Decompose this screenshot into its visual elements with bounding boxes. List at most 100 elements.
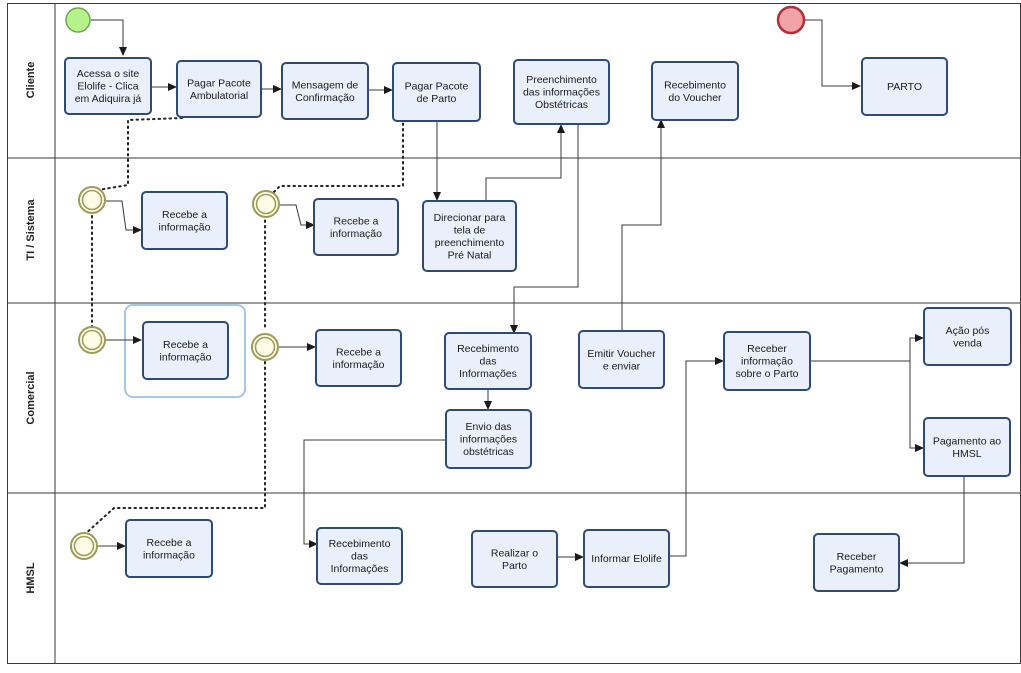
sequence-flow (485, 124, 565, 200)
task-informar: Informar Elolife (583, 529, 670, 588)
task-label-line: informação (143, 549, 195, 561)
task-label-line: Obstétricas (535, 99, 588, 111)
start-event (65, 7, 91, 33)
task-label-line: obstétricas (463, 446, 514, 458)
task-label-line: Pagar Pacote (187, 77, 251, 89)
task-label-line: Parto (502, 560, 527, 572)
task-label-line: Pagar Pacote (405, 80, 469, 92)
sequence-flow (621, 119, 665, 331)
sequence-flow (91, 19, 127, 56)
sequence-flows (91, 19, 965, 567)
task-label-line: de Parto (417, 93, 457, 105)
message-flows (83, 117, 404, 536)
lane-label-sistema: TI / Sistema (25, 199, 37, 261)
task-label-line: das (480, 356, 497, 368)
task-label-line: Pagamento ao (933, 435, 1001, 447)
intermediate-event (78, 186, 106, 214)
task-label-line: informação (333, 359, 385, 371)
sequence-flow (106, 200, 142, 234)
sequence-flow (810, 334, 924, 362)
task-label-line: Confirmação (295, 92, 355, 104)
task-label-line: Preenchimento (526, 74, 597, 86)
task-label-line: Recebimento (329, 538, 391, 550)
task-label-line: em Adiquira já (75, 93, 142, 105)
task-label-line: Informações (459, 368, 517, 380)
task-label-line: Acessa o site (77, 68, 140, 80)
sequence-flow (899, 476, 965, 567)
task-label-line: Recebe a (336, 346, 381, 358)
task-label-line: preenchimento (435, 237, 505, 249)
sequence-flow (510, 124, 579, 334)
end-event (776, 5, 806, 35)
task-label-line: informação (159, 221, 211, 233)
task-label-line: PARTO (887, 81, 922, 93)
task-label-line: Elolife - Clica (77, 81, 138, 93)
message-flow (267, 117, 404, 199)
task-label-line: das (351, 551, 368, 563)
task-label-line: informação (330, 228, 382, 240)
task-label-line: informação (160, 351, 212, 363)
message-flow (83, 361, 266, 536)
task-label-line: Mensagem de (292, 79, 359, 91)
task-label-line: Informar Elolife (591, 553, 662, 565)
task-label-line: sobre o Parto (735, 368, 798, 380)
intermediate-event (252, 190, 280, 218)
task-label-line: e enviar (603, 360, 641, 372)
task-label-line: Informações (331, 563, 389, 575)
task-parto: PARTO (861, 57, 948, 116)
lane-label-cliente: Cliente (25, 62, 37, 99)
task-label-line: Ambulatorial (190, 90, 248, 102)
task-label-line: Emitir Voucher (587, 348, 656, 360)
task-label-line: Recebe a (162, 209, 207, 221)
task-label-line: Envio das (465, 421, 511, 433)
task-label-line: Direcionar para (434, 212, 506, 224)
sequence-flow (303, 439, 446, 548)
task-label-line: das informações (523, 87, 600, 99)
task-label-line: do Voucher (668, 92, 722, 104)
task-label-line: Recebe a (334, 215, 379, 227)
lane-label-hmsl: HMSL (25, 562, 37, 593)
sequence-flow (280, 204, 315, 229)
task-label-line: Receber (747, 343, 787, 355)
sequence-flow (805, 19, 861, 90)
lane-label-comercial: Comercial (25, 371, 37, 424)
task-label-line: Recebe a (147, 537, 192, 549)
sequence-flow (669, 357, 724, 557)
sequence-flow (909, 361, 924, 452)
task-label-line: Recebimento (664, 79, 726, 91)
task-label-line: tela de (454, 224, 486, 236)
task-label-line: Realizar o (491, 547, 538, 559)
intermediate-event (78, 326, 106, 354)
task-label-line: venda (953, 337, 982, 349)
task-label-line: Recebimento (457, 343, 519, 355)
task-label-line: Receber (837, 551, 877, 563)
intermediate-event (70, 532, 98, 560)
task-label-line: Pré Natal (448, 249, 492, 261)
intermediate-event (251, 333, 279, 361)
group-highlight (124, 304, 246, 398)
task-label-line: informação (741, 356, 793, 368)
task-label-line: Recebe a (163, 339, 208, 351)
task-label-line: Pagamento (830, 563, 884, 575)
task-label-line: informações (460, 434, 517, 446)
events-layer (65, 5, 806, 560)
